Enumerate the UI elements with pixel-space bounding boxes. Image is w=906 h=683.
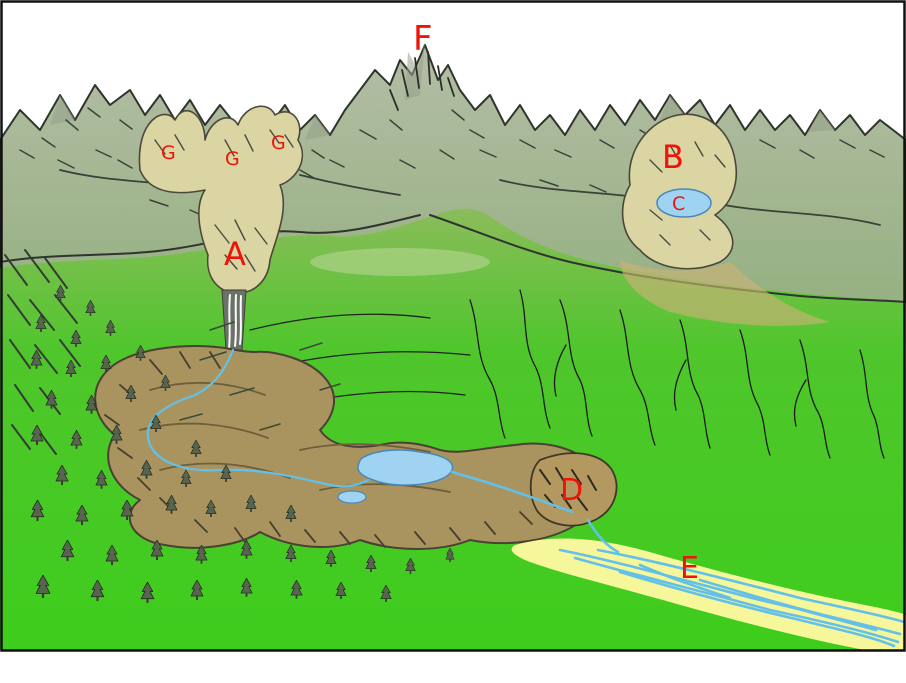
valley-floor bbox=[94, 345, 603, 550]
bottom-margin bbox=[0, 652, 906, 683]
kettle-pond bbox=[337, 490, 367, 504]
drainage-streams bbox=[469, 289, 885, 459]
tarn-c bbox=[656, 188, 712, 218]
cirques-and-glacier-a bbox=[138, 105, 304, 294]
waterfall-rock bbox=[221, 289, 247, 351]
label-a: A bbox=[224, 235, 246, 273]
waterfall bbox=[228, 294, 242, 349]
horn-crag-strokes bbox=[389, 51, 455, 111]
label-e: E bbox=[680, 551, 699, 586]
moraine-d bbox=[529, 452, 618, 527]
glacier-hatching bbox=[154, 129, 294, 272]
label-b: B bbox=[662, 138, 684, 176]
label-g1: G bbox=[161, 142, 176, 164]
rock-facets bbox=[50, 42, 835, 140]
light-wash bbox=[310, 248, 490, 276]
label-d: D bbox=[560, 473, 583, 508]
moraine-hatching bbox=[539, 467, 597, 511]
alluvial-fan-b bbox=[620, 260, 830, 326]
label-f: F bbox=[413, 19, 433, 59]
label-g2: G bbox=[225, 148, 240, 170]
ribbon-lake bbox=[357, 449, 454, 486]
meltwater-river bbox=[146, 348, 382, 488]
frame-border bbox=[0, 0, 906, 652]
corrie-b-hatching bbox=[649, 141, 726, 246]
valley-inner-bands bbox=[139, 381, 451, 493]
valley-hatching bbox=[104, 351, 533, 548]
scrub-marks bbox=[179, 321, 341, 431]
label-g3: G bbox=[271, 132, 286, 154]
rock-hatching bbox=[19, 107, 885, 218]
label-c: C bbox=[672, 193, 685, 215]
braided-streams bbox=[450, 470, 906, 648]
